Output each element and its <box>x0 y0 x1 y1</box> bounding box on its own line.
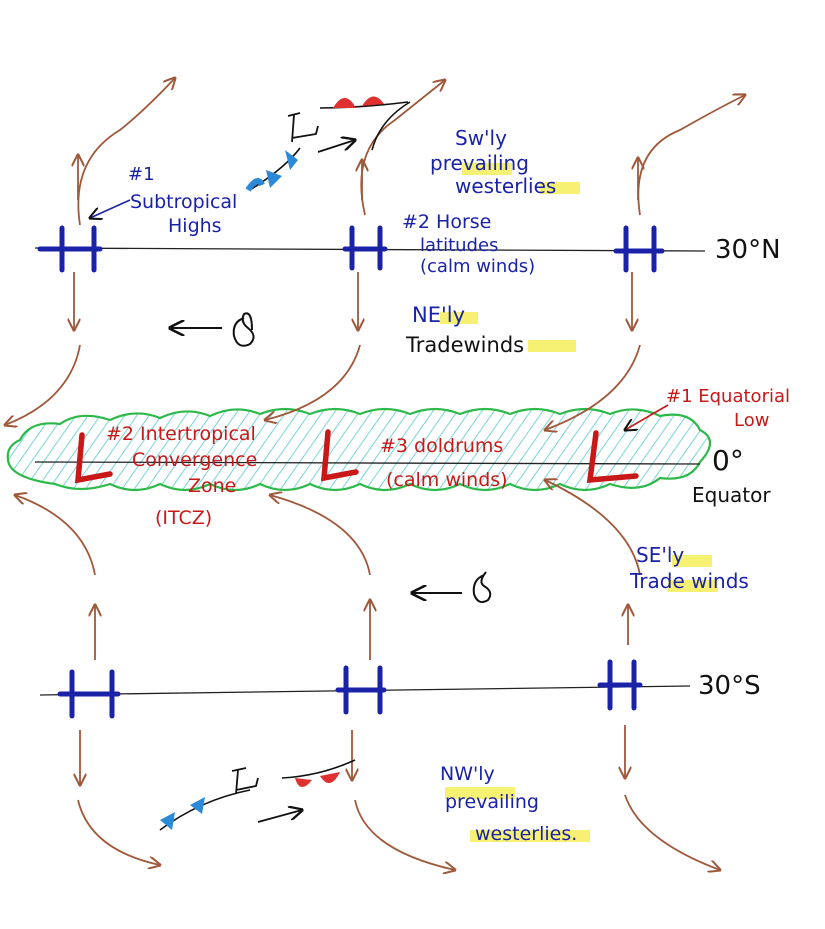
horse-latitudes-line3: (calm winds) <box>420 256 535 277</box>
cyclone-swirl-icon-south <box>472 571 492 603</box>
itcz-line4: (ITCZ) <box>155 507 212 529</box>
warm-front-icon <box>333 96 384 108</box>
subtropical-highs-num: #1 <box>128 164 155 185</box>
doldrums-line1: #3 doldrums <box>380 435 503 457</box>
cyclone-swirl-icon-north <box>232 312 255 347</box>
subtropical-highs-line2: Highs <box>168 215 222 237</box>
high-symbol-30n-west <box>37 225 103 273</box>
label-equator-degree: 0° <box>712 444 744 477</box>
cold-front-icon <box>266 150 298 188</box>
rotation-symbols <box>170 312 492 603</box>
nw-westerlies-line1: NW'ly <box>440 763 495 785</box>
itcz-cloud-band <box>6 407 712 492</box>
north-westerly-arrow-icon <box>317 140 355 153</box>
subtropical-high-pointer <box>90 199 131 218</box>
label-30n: 30°N <box>715 235 781 265</box>
high-symbol-30n-east <box>613 225 665 273</box>
highlights <box>440 163 718 842</box>
horse-latitudes-line2: latitudes <box>420 235 498 256</box>
latitude-line-equator <box>34 461 701 465</box>
se-trades-line2: Trade winds <box>629 569 749 593</box>
sw-westerlies-line1: Sw'ly <box>455 126 507 150</box>
south-frontal-system <box>159 759 356 831</box>
low-symbol-east <box>586 430 639 484</box>
itcz-line2: Convergence <box>132 449 257 471</box>
doldrums-line2: (calm winds) <box>386 469 508 491</box>
nw-westerlies-line2: prevailing <box>445 791 539 813</box>
label-30s: 30°S <box>698 671 761 701</box>
low-symbol-center <box>320 429 359 482</box>
high-symbol-30n-center <box>342 225 388 271</box>
ne-trades-line2: Tradewinds <box>405 333 524 357</box>
low-pressure-markers <box>74 429 639 484</box>
horse-latitudes-line1: #2 Horse <box>402 211 491 233</box>
itcz-line3: Zone <box>188 475 236 497</box>
nw-westerlies-line3: westerlies. <box>475 823 577 845</box>
wind-arrows-south <box>15 480 720 870</box>
ne-trades-line1: NE'ly <box>412 303 465 327</box>
small-low-south-drawn <box>231 767 259 795</box>
sw-westerlies-line2: prevailing <box>430 151 529 175</box>
itcz-line1: #2 Intertropical <box>106 423 256 445</box>
high-pressure-markers <box>37 225 665 719</box>
cold-front-icon-south <box>160 797 205 830</box>
warm-front-icon-south <box>295 772 340 788</box>
sw-westerlies-line3: westerlies <box>455 174 556 198</box>
small-low-north-drawn <box>287 112 319 143</box>
north-frontal-system <box>245 96 411 192</box>
high-symbol-30s-center <box>335 665 387 715</box>
se-trades-line1: SE'ly <box>636 543 684 567</box>
high-symbol-30s-east <box>597 659 643 711</box>
wind-arrows-north <box>5 78 745 430</box>
south-westerly-arrow-icon <box>257 810 302 823</box>
high-symbol-30s-west <box>57 669 121 719</box>
equatorial-low-line2: Low <box>734 410 769 431</box>
low-symbol-west <box>74 432 113 484</box>
equatorial-low-line1: #1 Equatorial <box>666 386 790 407</box>
subtropical-highs-line1: Subtropical <box>130 191 237 213</box>
label-equator-word: Equator <box>692 483 771 507</box>
equatorial-low-pointer <box>625 404 669 430</box>
